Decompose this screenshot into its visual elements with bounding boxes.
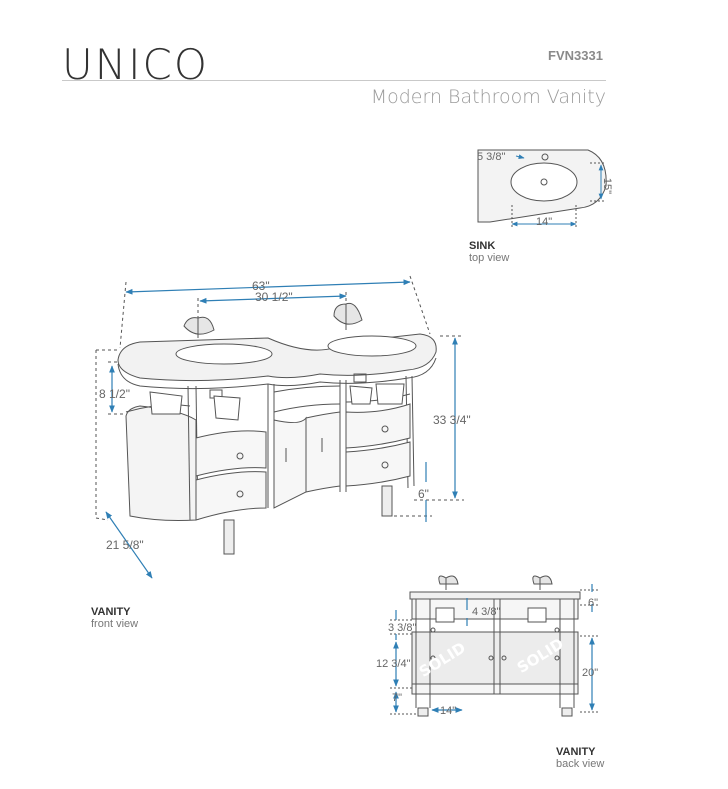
back-middle-dimension: 12 3/4" (376, 658, 411, 670)
sink-width-dimension: 14" (536, 216, 552, 228)
front-height-dimension: 33 3/4" (433, 413, 471, 427)
vanity-back-caption: VANITY back view (556, 746, 604, 770)
faucet-spacing-dimension: 30 1/2" (255, 290, 293, 304)
shelf-height-dimension: 8 1/2" (99, 387, 130, 401)
back-gap-dimension: 4 3/8" (472, 606, 500, 618)
front-width-dimension: 63" (252, 279, 270, 293)
header-divider (62, 80, 606, 81)
back-top-dimension: 6" (588, 597, 598, 609)
vanity-front-dimensions (105, 279, 458, 579)
sink-caption: SINK top view (469, 240, 509, 264)
back-span-dimension: 14" (440, 705, 456, 717)
vanity-front-caption: VANITY front view (91, 606, 138, 630)
sink-depth-dimension: 15" (601, 178, 613, 194)
front-depth-dimension: 21 5/8" (106, 538, 144, 552)
sink-caption-view: top view (469, 252, 510, 264)
sink-drain-dimension: 5 3/8" (477, 151, 505, 163)
model-number: FVN3331 (548, 48, 603, 63)
leg-height-dimension: 6" (418, 487, 429, 501)
back-upper-dimension: 3 3/8" (388, 622, 416, 634)
vanity-back-view (390, 575, 600, 717)
vanity-back-dimensions (393, 584, 595, 713)
sink-caption-title: SINK (469, 240, 496, 252)
back-height-dimension: 20" (582, 667, 598, 679)
vanity-front-caption-view: front view (91, 618, 139, 630)
back-bottom-dimension: 7" (392, 692, 402, 704)
product-subtitle: Modern Bathroom Vanity (370, 86, 606, 108)
sink-top-view (477, 149, 607, 228)
vanity-back-caption-view: back view (556, 758, 605, 770)
vanity-front-caption-title: VANITY (91, 606, 131, 618)
vanity-back-caption-title: VANITY (556, 746, 596, 758)
sink-dimensions (511, 154, 604, 227)
vanity-front-view (95, 275, 464, 555)
